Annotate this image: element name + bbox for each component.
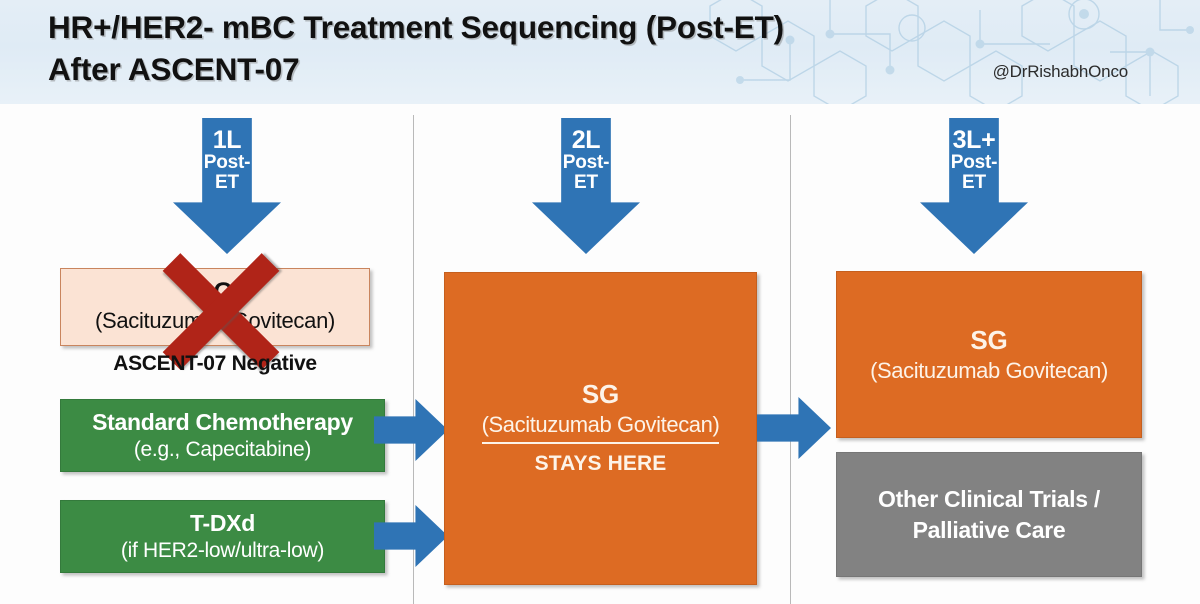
arrow-label-1l-sub2: ET [215,171,239,193]
column-divider-1 [413,115,414,604]
box-t-dxd: T-DXd (if HER2-low/ultra-low) [60,500,385,573]
box-other-clinical-trials: Other Clinical Trials / Palliative Care [836,452,1142,577]
right-arrow-chemo-to-sg [374,399,448,461]
box-other-line-1: Other Clinical Trials / [878,485,1100,512]
box-tdxd-title: T-DXd [190,509,255,536]
arrow-label-3l-sub2: ET [962,171,986,193]
down-arrow-2l: 2L Post- ET [532,118,640,254]
page-title: HR+/HER2- mBC Treatment Sequencing (Post… [48,9,784,87]
box-sg-crossed-out: SG (Sacituzumab Govitecan) [60,268,370,346]
box-sg-crossed-title: SG [196,277,234,306]
arrow-label-2l-sub2: ET [574,171,598,193]
box-sg-2l-subtitle: (Sacituzumab Govitecan) [481,410,720,444]
down-arrow-1l: 1L Post- ET [173,118,281,254]
box-sg-2l-emphasis: STAYS HERE [534,452,667,475]
box-sg-crossed-subtitle: (Sacituzumab Govitecan) [94,307,336,333]
right-arrow-sg-to-3l [757,397,831,459]
ascent-negative-caption: ASCENT-07 Negative [113,352,317,375]
arrow-label-3l-sub1: Post- [950,152,998,173]
box-tdxd-subtitle: (if HER2-low/ultra-low) [120,538,325,562]
arrow-label-2l-sub1: Post- [562,152,610,173]
box-sg-third-line: SG (Sacituzumab Govitecan) [836,271,1142,438]
box-sg-2l-title: SG [581,379,620,409]
arrow-label-1l-main: 1L [212,126,242,154]
box-sg-second-line: SG (Sacituzumab Govitecan) STAYS HERE [444,272,757,585]
slide-header: HR+/HER2- mBC Treatment Sequencing (Post… [0,0,1200,104]
arrow-label-3l-main: 3L+ [952,126,996,154]
box-chemo-subtitle: (e.g., Capecitabine) [133,437,312,461]
box-sg-3l-title: SG [970,324,1008,355]
arrow-label-2l-main: 2L [571,126,601,154]
box-sg-3l-subtitle: (Sacituzumab Govitecan) [870,357,1108,383]
box-standard-chemotherapy: Standard Chemotherapy (e.g., Capecitabin… [60,399,385,472]
box-other-line-2: Palliative Care [912,516,1066,543]
right-arrow-tdxd-to-sg [374,505,448,567]
author-handle: @DrRishabhOnco [992,62,1129,81]
box-chemo-title: Standard Chemotherapy [92,408,353,435]
down-arrow-3l: 3L+ Post- ET [920,118,1028,254]
arrow-label-1l-sub1: Post- [203,152,251,173]
column-divider-2 [790,115,791,604]
